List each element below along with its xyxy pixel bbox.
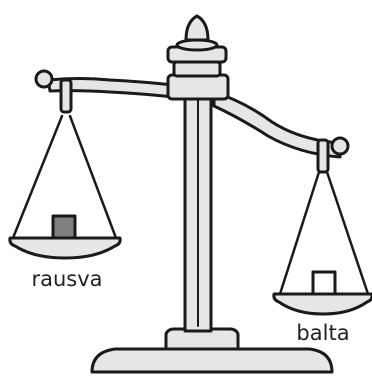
column-foot xyxy=(164,327,240,351)
right-pan xyxy=(272,292,372,316)
left-pan xyxy=(8,236,122,260)
left-hook xyxy=(59,78,73,114)
left-knob xyxy=(34,69,54,89)
pivot-block xyxy=(166,73,230,101)
right-pan-label: balta xyxy=(296,321,349,345)
scale-base xyxy=(90,347,334,374)
right-hook xyxy=(316,138,330,174)
left-pan-label: rausva xyxy=(31,267,102,291)
right-knob xyxy=(330,136,350,156)
right-weight xyxy=(311,270,337,296)
left-weight xyxy=(51,214,77,240)
